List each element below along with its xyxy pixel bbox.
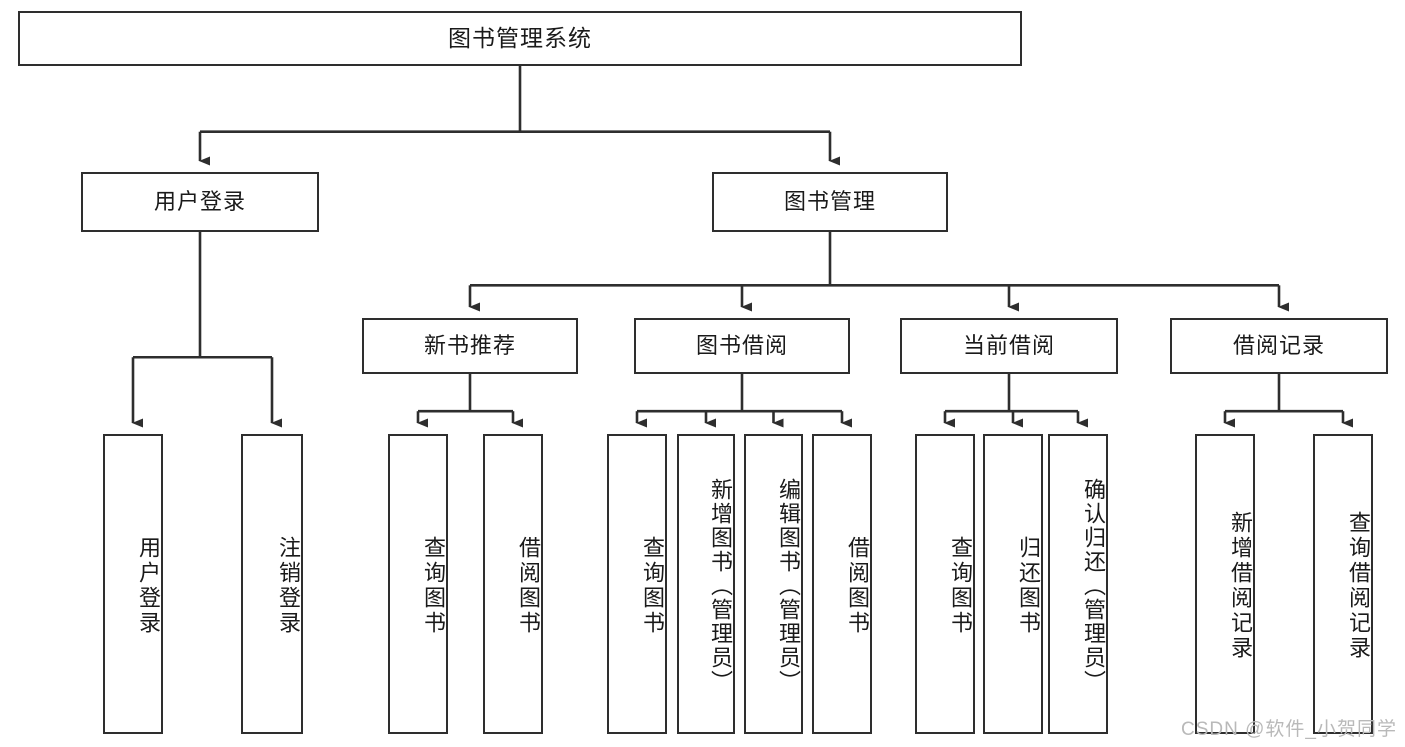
node-book-manage[interactable]: 图书管理 <box>712 172 948 232</box>
node-label: 图书管理系统 <box>448 24 592 51</box>
node-leaf-query-book-cur[interactable]: 查询图书 <box>915 434 975 734</box>
node-label: 查询借阅记录 <box>1346 511 1371 661</box>
node-new-book-rec[interactable]: 新书推荐 <box>362 318 578 374</box>
node-leaf-query-book-borrow[interactable]: 查询图书 <box>607 434 667 734</box>
node-leaf-return-book[interactable]: 归还图书 <box>983 434 1043 734</box>
node-leaf-user-login[interactable]: 用户登录 <box>103 434 163 734</box>
node-label: 借阅图书 <box>516 536 541 636</box>
node-label: 图书借阅 <box>695 332 788 358</box>
node-leaf-confirm-return[interactable]: 确认归还（管理员） <box>1048 434 1108 734</box>
node-label: 查询图书 <box>640 536 665 636</box>
node-leaf-user-logout[interactable]: 注销登录 <box>241 434 303 734</box>
node-user-login[interactable]: 用户登录 <box>81 172 319 232</box>
node-book-borrow[interactable]: 图书借阅 <box>634 318 850 374</box>
node-current-borrow[interactable]: 当前借阅 <box>900 318 1118 374</box>
node-leaf-borrow-book-rec[interactable]: 借阅图书 <box>483 434 543 734</box>
node-label: 借阅图书 <box>845 536 870 636</box>
node-label: 用户登录 <box>136 536 161 636</box>
node-leaf-edit-book[interactable]: 编辑图书（管理员） <box>744 434 803 734</box>
node-leaf-borrow-book[interactable]: 借阅图书 <box>812 434 872 734</box>
node-label: 查询图书 <box>421 536 446 636</box>
node-root-图书管理系统[interactable]: 图书管理系统 <box>18 11 1022 66</box>
node-leaf-add-record[interactable]: 新增借阅记录 <box>1195 434 1255 734</box>
node-label: 借阅记录 <box>1232 332 1325 358</box>
node-label: 新增图书（管理员） <box>708 478 733 694</box>
node-leaf-query-book-rec[interactable]: 查询图书 <box>388 434 448 734</box>
node-borrow-record[interactable]: 借阅记录 <box>1170 318 1388 374</box>
node-label: 当前借阅 <box>962 332 1055 358</box>
node-label: 编辑图书（管理员） <box>776 478 801 694</box>
node-label: 图书管理 <box>783 188 876 214</box>
node-leaf-add-book[interactable]: 新增图书（管理员） <box>677 434 735 734</box>
node-leaf-query-record[interactable]: 查询借阅记录 <box>1313 434 1373 734</box>
node-label: 新书推荐 <box>423 332 516 358</box>
node-label: 新增借阅记录 <box>1228 511 1253 661</box>
node-label: 确认归还（管理员） <box>1081 478 1106 694</box>
node-label: 注销登录 <box>276 536 301 636</box>
node-label: 用户登录 <box>153 188 246 214</box>
node-label: 查询图书 <box>948 536 973 636</box>
node-label: 归还图书 <box>1016 536 1041 636</box>
